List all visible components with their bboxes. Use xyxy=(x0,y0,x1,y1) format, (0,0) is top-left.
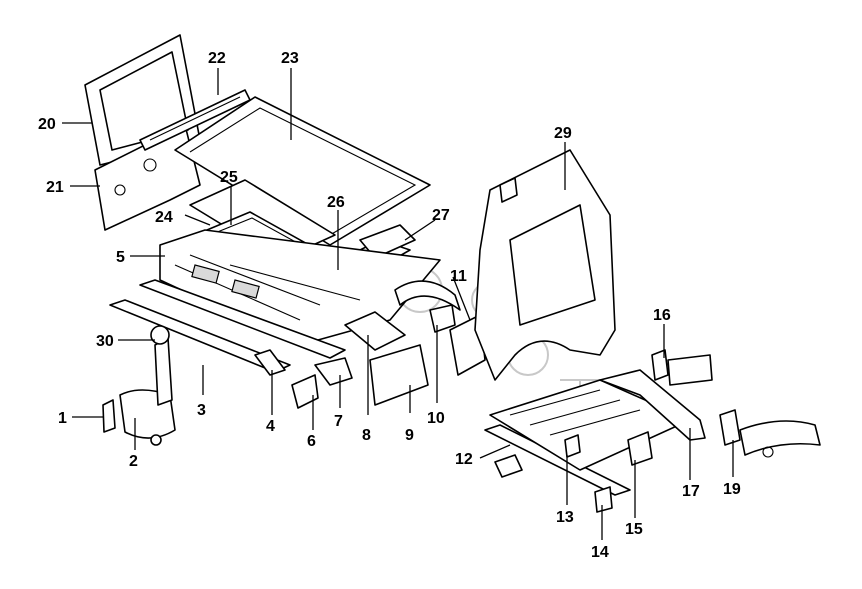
callout-29: 29 xyxy=(554,125,572,142)
part-6-bracket xyxy=(291,374,319,409)
part-4-rocker-rail xyxy=(254,349,286,376)
callout-7: 7 xyxy=(334,413,343,430)
part-14-fitting xyxy=(594,486,613,513)
part-3-sill-outer xyxy=(139,279,346,359)
callout-17: 17 xyxy=(682,483,700,500)
callout-22: 22 xyxy=(208,50,226,67)
callout-23: 23 xyxy=(281,50,299,67)
callout-8: 8 xyxy=(362,427,371,444)
callout-4: 4 xyxy=(266,418,275,435)
part-29-side-panel xyxy=(474,149,616,381)
callout-30: 30 xyxy=(96,333,114,350)
callout-26: 26 xyxy=(327,194,345,211)
part-16-clip xyxy=(651,349,713,386)
callout-6: 6 xyxy=(307,433,316,450)
callout-1: 1 xyxy=(58,410,67,427)
callout-11: 11 xyxy=(450,268,467,285)
part-1-bracket xyxy=(102,399,116,433)
callout-3: 3 xyxy=(197,402,206,419)
callout-25: 25 xyxy=(220,169,238,186)
callout-21: 21 xyxy=(46,179,64,196)
callout-10: 10 xyxy=(427,410,445,427)
part-9-splash-guard xyxy=(369,344,429,406)
callout-19: 19 xyxy=(723,481,741,498)
callouts: 20 21 22 23 25 24 26 27 5 11 29 16 30 1 … xyxy=(38,50,741,561)
callout-16: 16 xyxy=(653,307,671,324)
callout-12: 12 xyxy=(455,451,473,468)
callout-2: 2 xyxy=(129,453,138,470)
callout-9: 9 xyxy=(405,427,414,444)
callout-15: 15 xyxy=(625,521,643,538)
callout-13: 13 xyxy=(556,509,574,526)
part-13-fitting xyxy=(564,434,581,458)
part-12-cross-member xyxy=(484,424,631,496)
part-bracket-under-12 xyxy=(494,454,523,478)
part-10-bracket xyxy=(429,304,456,333)
part-19-bracket xyxy=(719,409,821,458)
part-7-bracket xyxy=(314,357,353,386)
callout-27: 27 xyxy=(432,207,450,224)
part-8-support xyxy=(344,311,406,351)
callout-24: 24 xyxy=(155,209,173,226)
callout-5: 5 xyxy=(116,249,125,266)
callout-20: 20 xyxy=(38,116,56,133)
callout-14: 14 xyxy=(591,544,609,561)
part-2-washer-reservoir xyxy=(119,325,176,446)
part-17-longitudinal-rail xyxy=(599,369,706,441)
part-30-sill-inner xyxy=(109,299,291,373)
part-15-fitting xyxy=(627,431,653,466)
leader-lines xyxy=(62,68,734,540)
